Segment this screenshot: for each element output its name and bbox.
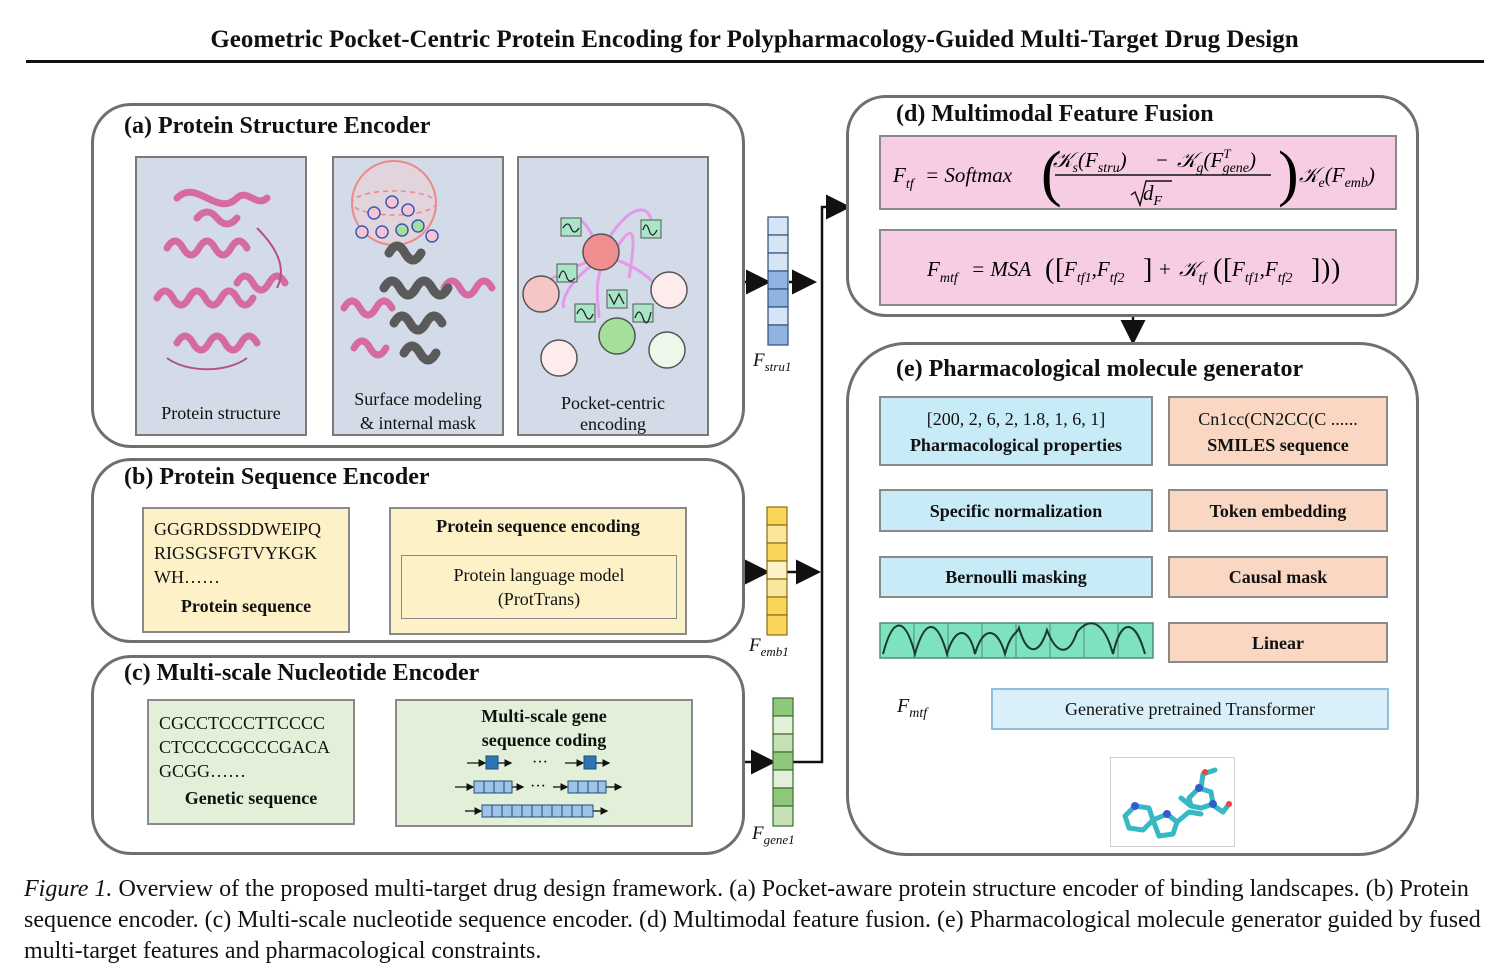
masked-wave-icon: [879, 622, 1154, 659]
title-rule: [26, 60, 1484, 63]
molecule-3d-icon: [1122, 767, 1232, 839]
svg-text:(: (: [1041, 140, 1062, 208]
caption-text: Overview of the proposed multi-target dr…: [24, 876, 1481, 964]
equation-fmtf-box: Fmtf = MSA ( [ Ftf1,Ftf2 ] + 𝒦tf ( [ Ftf…: [879, 229, 1397, 306]
genetic-sequence-box: CGCCTCCCTTCCCC CTCCCCGCCCGACA GCGG…… Gen…: [147, 699, 355, 825]
props-values: [200, 2, 6, 2, 1.8, 1, 6, 1]: [926, 409, 1106, 429]
dots-2: ···: [530, 778, 546, 795]
generative-transformer-box: Generative pretrained Transformer: [991, 688, 1389, 730]
gene-coding-line-2: sequence coding: [481, 730, 607, 750]
svg-text:Fmtf: Fmtf: [926, 257, 960, 286]
genetic-sequence-label: Genetic sequence: [184, 788, 318, 808]
svg-text:= Softmax: = Softmax: [925, 163, 1013, 187]
svg-text:[: [: [1055, 254, 1064, 285]
multiscale-token-icon: ··· ···: [455, 754, 623, 818]
genetic-sequence-line-2: CTCCCCGCCCGACA: [159, 737, 331, 757]
svg-text:= MSA: = MSA: [971, 257, 1031, 281]
pharmacological-properties-box: [200, 2, 6, 2, 1.8, 1, 6, 1] Pharmacolog…: [879, 396, 1153, 466]
svg-text:𝒦e(Femb): 𝒦e(Femb): [1299, 163, 1375, 191]
protein-sequence-box: GGGRDSSDDWEIPQ RIGSGSFGTVYKGK WH…… Prote…: [142, 507, 350, 633]
svg-text:): ): [1278, 140, 1299, 208]
figure-caption: Figure 1. Overview of the proposed multi…: [24, 874, 1494, 967]
paper-title: Geometric Pocket-Centric Protein Encodin…: [210, 26, 1299, 53]
smiles-value: Cn1cc(CN2CC(C ......: [1198, 409, 1358, 429]
panel-b-title: (b) Protein Sequence Encoder: [124, 464, 430, 490]
svg-text:−: −: [1156, 148, 1168, 172]
surface-label-1: Surface modeling: [354, 389, 482, 409]
svg-text:Ftf1,Ftf2: Ftf1,Ftf2: [1231, 257, 1292, 286]
caption-prefix: Figure 1.: [24, 876, 113, 902]
equation-fmtf: Fmtf = MSA ( [ Ftf1,Ftf2 ] + 𝒦tf ( [ Ftf…: [926, 254, 1340, 286]
pocket-label-2: encoding: [580, 414, 646, 434]
props-label: Pharmacological properties: [909, 435, 1123, 455]
causal-mask-box: Causal mask: [1168, 556, 1388, 598]
feature-vector-structure: [767, 216, 789, 346]
genetic-sequence-line-1: CGCCTCCCTTCCCC: [159, 713, 326, 733]
svg-text:𝒦s(Fstru): 𝒦s(Fstru): [1053, 148, 1127, 176]
pocket-centric-box: Pocket-centric encoding: [517, 156, 709, 436]
genetic-sequence-line-3: GCGG……: [159, 761, 247, 781]
pocket-sphere-icon: [340, 160, 496, 365]
panel-d-title: (d) Multimodal Feature Fusion: [896, 101, 1214, 127]
protein-sequence-line-2: RIGSGSFGTVYKGK: [154, 543, 318, 563]
svg-text:dF: dF: [1143, 181, 1163, 208]
panel-e-title: (e) Pharmacological molecule generator: [896, 356, 1304, 382]
svg-text:𝒦tf: 𝒦tf: [1179, 257, 1208, 286]
feature-label-gene1: Fgene1: [752, 823, 795, 847]
model-line-1: Protein language model: [453, 565, 625, 585]
protein-language-model-box: Protein language model (ProtTrans): [401, 555, 677, 619]
generated-molecule-image: [1110, 757, 1235, 847]
bernoulli-masking-box: Bernoulli masking: [879, 556, 1153, 598]
svg-text:+: +: [1159, 257, 1171, 281]
specific-normalization-box: Specific normalization: [879, 489, 1153, 532]
panel-a-title: (a) Protein Structure Encoder: [124, 113, 431, 139]
smiles-label: SMILES sequence: [1207, 435, 1349, 455]
protein-structure-label: Protein structure: [161, 403, 281, 423]
fmtf-input-label: Fmtf: [897, 695, 928, 721]
protein-sequence-encoding-box: Protein sequence encoding Protein langua…: [389, 507, 687, 635]
protein-sequence-line-3: WH……: [154, 567, 220, 587]
pocket-label-1: Pocket-centric: [561, 393, 665, 413]
feature-vector-embedding: [766, 506, 788, 636]
graph-nodes-icon: [522, 208, 688, 377]
protein-sequence-label: Protein sequence: [180, 596, 312, 616]
protein-structure-box: Protein structure: [135, 156, 307, 436]
svg-text:]: ]: [1311, 254, 1320, 285]
svg-text:): ): [1331, 254, 1340, 285]
svg-text:): ): [1321, 254, 1330, 285]
feature-vector-gene: [772, 697, 794, 827]
protein-sequence-line-1: GGGRDSSDDWEIPQ: [154, 519, 322, 539]
svg-text:Ftf: Ftf: [892, 163, 916, 192]
svg-text:[: [: [1223, 254, 1232, 285]
dots-1: ···: [532, 754, 548, 771]
svg-text:Ftf1,Ftf2: Ftf1,Ftf2: [1063, 257, 1124, 286]
panel-c-title: (c) Multi-scale Nucleotide Encoder: [124, 660, 480, 686]
surface-modeling-box: Surface modeling & internal mask: [332, 156, 504, 436]
linear-box: Linear: [1168, 622, 1388, 663]
model-line-2: (ProtTrans): [497, 589, 581, 609]
svg-text:(: (: [1045, 254, 1054, 285]
alpha-helix-protein-icon: [153, 188, 289, 371]
smiles-sequence-box: Cn1cc(CN2CC(C ...... SMILES sequence: [1168, 396, 1388, 466]
feature-label-emb1: Femb1: [749, 635, 789, 659]
token-embedding-box: Token embedding: [1168, 489, 1388, 532]
multiscale-gene-coding-box: Multi-scale gene sequence coding: [395, 699, 693, 827]
surface-label-2: & internal mask: [360, 413, 476, 433]
feature-label-stru1: Fstru1: [753, 350, 792, 374]
protein-encoding-title: Protein sequence encoding: [436, 516, 640, 536]
svg-text:]: ]: [1143, 254, 1152, 285]
svg-text:(: (: [1213, 254, 1222, 285]
gene-coding-line-1: Multi-scale gene: [481, 706, 607, 726]
